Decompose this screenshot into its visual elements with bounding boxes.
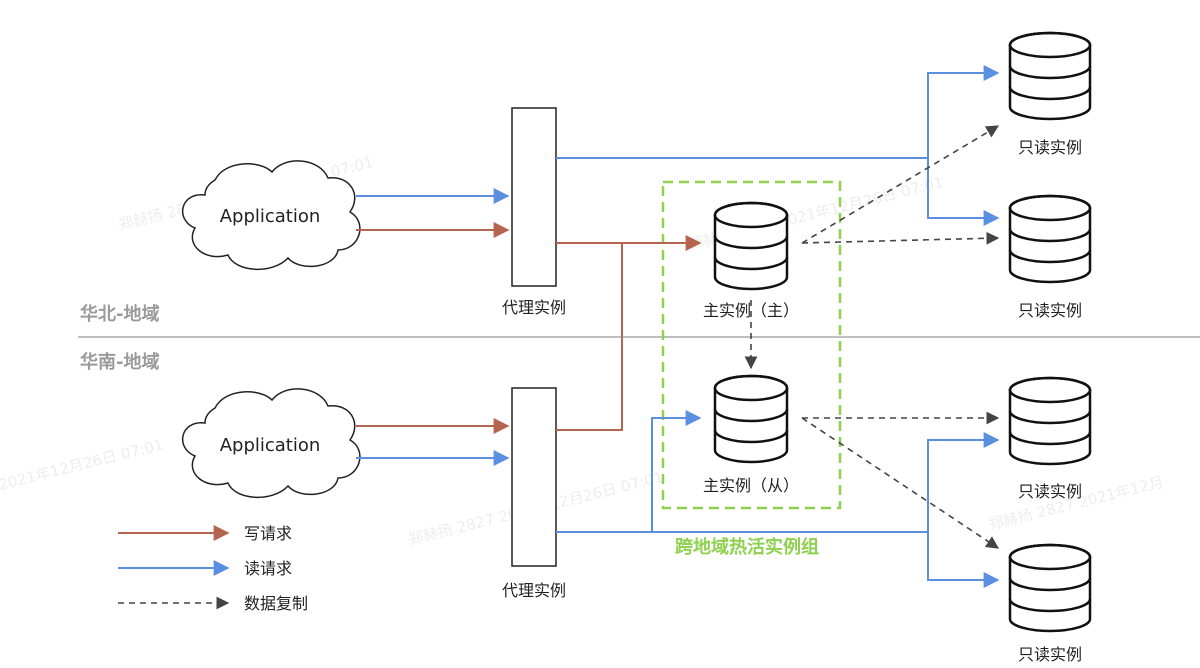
hot-active-group-box bbox=[661, 180, 842, 510]
legend-write-label: 写请求 bbox=[244, 524, 292, 543]
read-arrow-to-r3 bbox=[927, 432, 1000, 532]
standby-instance-label: 主实例（从） bbox=[703, 476, 799, 495]
region-label-south: 华南-地域 bbox=[80, 351, 159, 373]
write-arrow-proxy2-primary bbox=[556, 243, 623, 431]
proxy-instance-bottom bbox=[511, 387, 557, 567]
replication-arrow-standby-r4 bbox=[801, 417, 1000, 549]
database-icon-standby bbox=[713, 374, 789, 464]
primary-instance-label: 主实例（主） bbox=[703, 301, 799, 320]
read-arrow-to-r1 bbox=[927, 65, 1000, 158]
application-cloud-bottom: Application bbox=[181, 388, 361, 499]
watermark-layer: 郑赫扬 2827 2021年12月26日 07:01 郑赫扬 2827 2021… bbox=[0, 153, 1166, 549]
proxy-instance-top bbox=[511, 107, 557, 287]
hot-active-group-label: 跨地域热活实例组 bbox=[675, 536, 819, 558]
region-label-north: 华北-地域 bbox=[80, 303, 159, 325]
readonly-label-1: 只读实例 bbox=[1018, 138, 1082, 157]
proxy-label-bottom: 代理实例 bbox=[502, 581, 566, 600]
database-icon-primary bbox=[713, 201, 789, 291]
replication-arrow-primary-r2 bbox=[801, 231, 1000, 245]
readonly-label-4: 只读实例 bbox=[1018, 645, 1082, 664]
database-icon-readonly-3 bbox=[1008, 376, 1092, 466]
replication-arrow-primary-r1 bbox=[801, 125, 1000, 244]
readonly-label-3: 只读实例 bbox=[1018, 482, 1082, 501]
read-arrow-to-r2 bbox=[927, 158, 1000, 226]
database-icon-readonly-4 bbox=[1008, 543, 1092, 633]
cloud-shape bbox=[181, 160, 361, 271]
readonly-label-2: 只读实例 bbox=[1018, 301, 1082, 320]
read-arrow-to-r4 bbox=[927, 532, 1000, 588]
legend-read-label: 读请求 bbox=[244, 559, 292, 578]
application-cloud-top: Application bbox=[181, 160, 361, 271]
legend: 写请求 读请求 数据复制 bbox=[118, 524, 308, 613]
application-label: Application bbox=[220, 206, 321, 227]
read-arrow-to-standby bbox=[651, 410, 702, 532]
cloud-shape bbox=[181, 388, 361, 499]
database-icon-readonly-2 bbox=[1008, 194, 1092, 284]
proxy-label-top: 代理实例 bbox=[502, 298, 566, 317]
application-label: Application bbox=[220, 435, 321, 456]
watermark-text: 2021年12月26日 07:01 bbox=[0, 435, 165, 493]
legend-replication-label: 数据复制 bbox=[244, 594, 308, 613]
database-icon-readonly-1 bbox=[1008, 31, 1092, 121]
